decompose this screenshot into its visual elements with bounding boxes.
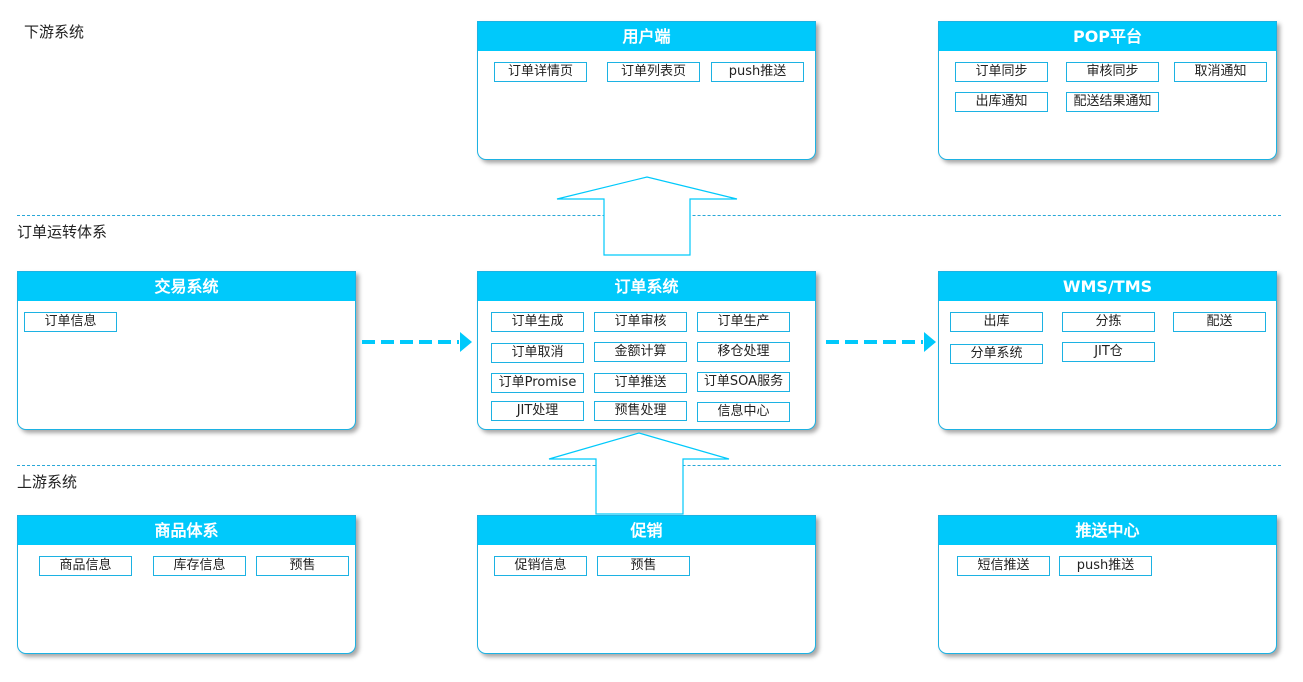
card-client: 用户端 订单详情页 订单列表页 push推送 bbox=[477, 21, 816, 160]
chip-sms-push: 短信推送 bbox=[957, 556, 1050, 576]
section-label-upstream: 上游系统 bbox=[17, 473, 78, 491]
chip-audit-sync: 审核同步 bbox=[1066, 62, 1159, 82]
chip-warehouse-transfer: 移仓处理 bbox=[697, 342, 790, 362]
card-order: 订单系统 订单生成 订单审核 订单生产 订单取消 金额计算 移仓处理 订单Pro… bbox=[477, 271, 816, 430]
chip-order-split-system: 分单系统 bbox=[950, 344, 1043, 364]
chip-order-push: 订单推送 bbox=[594, 373, 687, 393]
chip-info-center: 信息中心 bbox=[697, 402, 790, 422]
chip-jit-process: JIT处理 bbox=[491, 401, 584, 421]
card-title-client: 用户端 bbox=[478, 22, 815, 51]
up-arrow-order-to-client bbox=[556, 176, 738, 256]
card-title-pop: POP平台 bbox=[939, 22, 1276, 51]
card-title-product: 商品体系 bbox=[18, 516, 355, 545]
chip-order-soa-service: 订单SOA服务 bbox=[697, 372, 790, 392]
chip-order-promise: 订单Promise bbox=[491, 373, 584, 393]
chip-delivery: 配送 bbox=[1173, 312, 1266, 332]
card-title-promotion: 促销 bbox=[478, 516, 815, 545]
chip-push-center-push: push推送 bbox=[1059, 556, 1152, 576]
chip-client-push: push推送 bbox=[711, 62, 804, 82]
chip-order-list-page: 订单列表页 bbox=[607, 62, 700, 82]
section-label-core: 订单运转体系 bbox=[17, 223, 108, 241]
card-promotion: 促销 促销信息 预售 bbox=[477, 515, 816, 654]
chip-promotion-info: 促销信息 bbox=[494, 556, 587, 576]
up-arrow-promotion-to-order bbox=[548, 432, 730, 515]
chip-order-detail-page: 订单详情页 bbox=[494, 62, 587, 82]
chip-product-presale: 预售 bbox=[256, 556, 349, 576]
chip-promotion-presale: 预售 bbox=[597, 556, 690, 576]
card-pop: POP平台 订单同步 审核同步 取消通知 出库通知 配送结果通知 bbox=[938, 21, 1277, 160]
card-trade: 交易系统 订单信息 bbox=[17, 271, 356, 430]
card-title-wms-tms: WMS/TMS bbox=[939, 272, 1276, 301]
chip-delivery-result-notice: 配送结果通知 bbox=[1066, 92, 1159, 112]
chip-order-produce: 订单生产 bbox=[697, 312, 790, 332]
card-product: 商品体系 商品信息 库存信息 预售 bbox=[17, 515, 356, 654]
chip-order-create: 订单生成 bbox=[491, 312, 584, 332]
chip-outbound: 出库 bbox=[950, 312, 1043, 332]
chip-amount-calc: 金额计算 bbox=[594, 342, 687, 362]
chip-outbound-notice: 出库通知 bbox=[955, 92, 1048, 112]
card-push-center: 推送中心 短信推送 push推送 bbox=[938, 515, 1277, 654]
dashed-arrow-trade-to-order bbox=[362, 332, 472, 352]
chip-jit-warehouse: JIT仓 bbox=[1062, 342, 1155, 362]
card-title-order: 订单系统 bbox=[478, 272, 815, 301]
card-title-push-center: 推送中心 bbox=[939, 516, 1276, 545]
chip-inventory-info: 库存信息 bbox=[153, 556, 246, 576]
chip-presale-process: 预售处理 bbox=[594, 401, 687, 421]
chip-cancel-notice: 取消通知 bbox=[1174, 62, 1267, 82]
chip-product-info: 商品信息 bbox=[39, 556, 132, 576]
card-wms-tms: WMS/TMS 出库 分拣 配送 分单系统 JIT仓 bbox=[938, 271, 1277, 430]
section-label-downstream: 下游系统 bbox=[24, 23, 85, 41]
chip-order-info: 订单信息 bbox=[24, 312, 117, 332]
chip-sorting: 分拣 bbox=[1062, 312, 1155, 332]
chip-order-sync: 订单同步 bbox=[955, 62, 1048, 82]
card-title-trade: 交易系统 bbox=[18, 272, 355, 301]
chip-order-audit: 订单审核 bbox=[594, 312, 687, 332]
chip-order-cancel: 订单取消 bbox=[491, 343, 584, 363]
dashed-arrow-order-to-wms bbox=[826, 332, 936, 352]
